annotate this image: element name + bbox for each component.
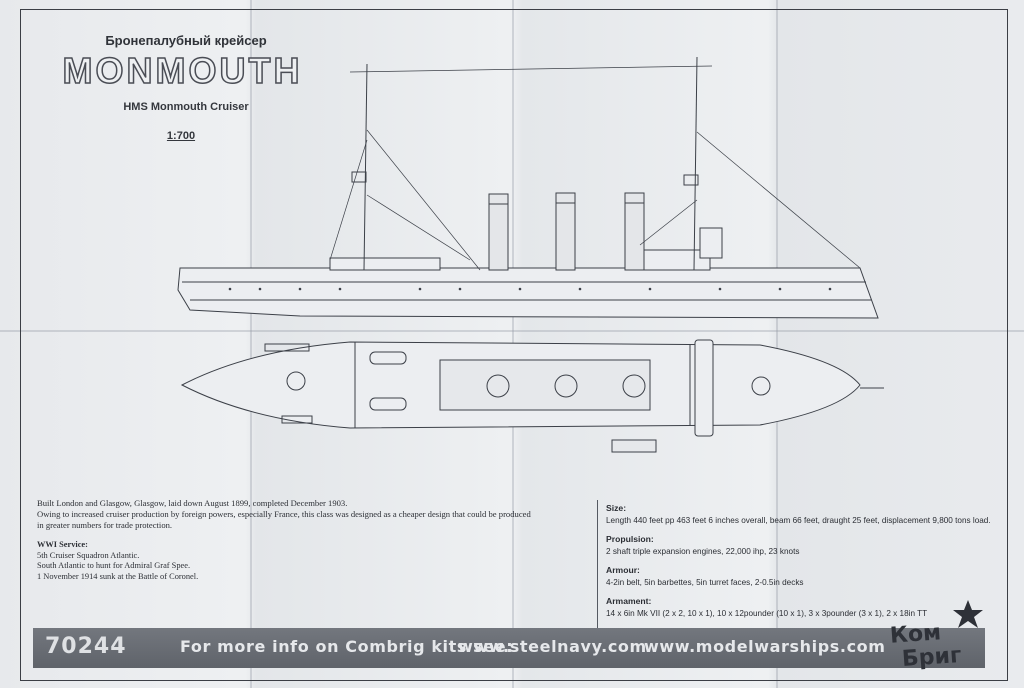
combrig-logo — [953, 600, 983, 628]
ship-profile-drawing — [177, 56, 879, 319]
ship-plan-drawing — [180, 339, 884, 453]
history-text: Built London and Glasgow, Glasgow, laid … — [37, 498, 582, 531]
spec-text: 14 x 6in Mk VII (2 x 2, 10 x 1), 10 x 12… — [606, 609, 928, 618]
english-title: HMS Monmouth Cruiser — [123, 101, 249, 113]
logo-text: Бриг — [901, 642, 963, 673]
page-border — [20, 9, 1008, 681]
kit-code: 70244 — [45, 634, 127, 659]
website-link[interactable]: www.modelwarships.com — [644, 637, 886, 656]
spec-text: 4-2in belt, 5in barbettes, 5in turret fa… — [606, 578, 804, 587]
spec-heading: Size: — [606, 503, 627, 513]
specifications: Size: Length 440 feet pp 463 feet 6 inch… — [606, 503, 1001, 627]
info-text: For more info on Combrig kits see: — [180, 637, 514, 656]
spec-heading: Armour: — [606, 565, 640, 575]
star-icon — [953, 600, 983, 628]
wwi-service: WWI Service: 5th Cruiser Squadron Atlant… — [37, 540, 297, 582]
website-link[interactable]: www.steelnavy.com — [458, 637, 647, 656]
wwi-item: South Atlantic to hunt for Admiral Graf … — [37, 561, 191, 570]
wwi-heading: WWI Service: — [37, 540, 88, 549]
fold-line — [0, 330, 1024, 332]
fold-line — [250, 0, 252, 688]
spec-armament: Armament: 14 x 6in Mk VII (2 x 2, 10 x 1… — [606, 596, 1001, 618]
spec-size: Size: Length 440 feet pp 463 feet 6 inch… — [606, 503, 1001, 525]
wwi-item: 1 November 1914 sunk at the Battle of Co… — [37, 571, 199, 581]
history-line: Built London and Glasgow, Glasgow, laid … — [37, 498, 348, 508]
subtitle-russian: Бронепалубный крейсер — [105, 33, 267, 48]
footer-banner — [33, 628, 985, 668]
spec-heading: Armament: — [606, 596, 652, 606]
spec-text: 2 shaft triple expansion engines, 22,000… — [606, 547, 800, 556]
history-line: Owing to increased cruiser production by… — [37, 509, 531, 519]
wwi-item: 5th Cruiser Squadron Atlantic. — [37, 550, 140, 560]
page-title: MONMOUTH — [62, 49, 303, 92]
divider — [597, 500, 598, 628]
fold-line — [776, 0, 778, 688]
spec-heading: Propulsion: — [606, 534, 654, 544]
spec-armour: Armour: 4-2in belt, 5in barbettes, 5in t… — [606, 565, 1001, 587]
history-line: in greater numbers for trade protection. — [37, 520, 173, 530]
spec-propulsion: Propulsion: 2 shaft triple expansion eng… — [606, 534, 1001, 556]
spec-text: Length 440 feet pp 463 feet 6 inches ove… — [606, 516, 991, 525]
scale-label: 1:700 — [166, 130, 196, 142]
